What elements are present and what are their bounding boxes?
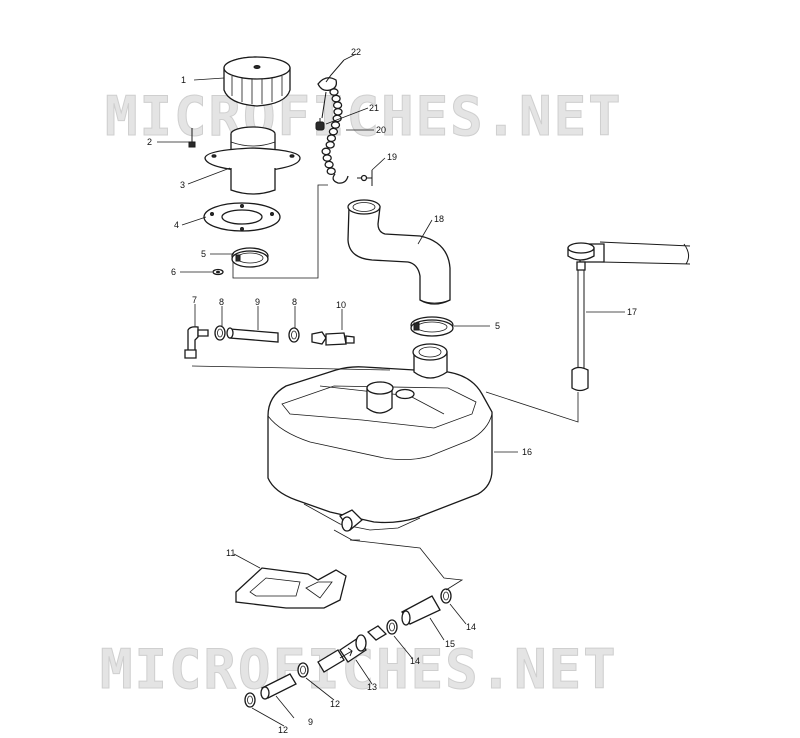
hose-clamp-lower [410, 316, 454, 337]
clamp-12-upper [297, 662, 309, 678]
callout-17: 17 [627, 307, 637, 317]
callout-12b: 12 [278, 725, 288, 735]
callout-6: 6 [171, 267, 176, 277]
fuel-hose-15 [401, 595, 441, 626]
callouts: 1 2 3 4 5 6 7 8 9 8 10 22 21 20 19 18 5 … [147, 47, 637, 735]
chain-bead [326, 167, 336, 176]
callout-3: 3 [180, 180, 185, 190]
filler-neck [204, 126, 301, 195]
clamp-12-lower [244, 692, 256, 708]
vent-pin [357, 170, 373, 186]
fuel-hose-9-lower [260, 673, 297, 700]
watermark-top: MICROFICHES.NET [105, 85, 623, 148]
vent-fitting [184, 326, 209, 359]
callout-8a: 8 [219, 297, 224, 307]
callout-leaders [157, 53, 625, 727]
callout-22: 22 [351, 47, 361, 57]
vent-tube-9 [226, 327, 279, 343]
vent-valve-10 [311, 331, 355, 346]
clamp-14-upper [440, 588, 452, 604]
chain-bead [331, 94, 341, 103]
tether-chain [315, 59, 349, 184]
callout-21: 21 [369, 103, 379, 113]
callout-5a: 5 [201, 249, 206, 259]
callout-19: 19 [387, 152, 397, 162]
washer [212, 268, 224, 276]
small-clamp-7 [214, 325, 226, 341]
hose-clamp-upper [231, 247, 269, 268]
callout-15: 15 [445, 639, 455, 649]
callout-7: 7 [192, 295, 197, 305]
neck-gasket [203, 202, 281, 232]
filler-cap [223, 56, 291, 107]
chain-bead [332, 101, 343, 110]
callout-4: 4 [174, 220, 179, 230]
callout-8b: 8 [292, 297, 297, 307]
chain-bead [326, 134, 337, 143]
callout-5b: 5 [495, 321, 500, 331]
callout-2: 2 [147, 137, 152, 147]
callout-13: 13 [367, 682, 377, 692]
fuel-tank [267, 343, 493, 532]
assembly-lines [191, 184, 579, 591]
fill-hose [347, 199, 451, 305]
chain-bead [324, 160, 334, 169]
chain-bead [330, 121, 341, 129]
callout-14a: 14 [466, 622, 476, 632]
chain-bead [333, 107, 343, 116]
chain-bead [321, 147, 331, 156]
callout-18: 18 [434, 214, 444, 224]
callout-9b: 9 [308, 717, 313, 727]
callout-20: 20 [376, 125, 386, 135]
chain-bead [325, 140, 335, 149]
small-clamp-8 [288, 327, 300, 343]
fuel-gauge-sender [567, 241, 691, 392]
chain-bead [322, 154, 332, 162]
callout-1: 1 [181, 75, 186, 85]
callout-11: 11 [226, 548, 235, 558]
callout-10: 10 [336, 300, 346, 310]
fuel-filter-13 [317, 625, 388, 673]
callout-12a: 12 [330, 699, 340, 709]
clamp-14-lower [386, 619, 398, 635]
chain-bead [328, 127, 339, 136]
callout-14b: 14 [410, 656, 420, 666]
callout-9a: 9 [255, 297, 260, 307]
chain-bead [329, 88, 339, 96]
callout-16: 16 [522, 447, 532, 457]
screw [188, 128, 196, 148]
tank-pad [235, 567, 347, 609]
